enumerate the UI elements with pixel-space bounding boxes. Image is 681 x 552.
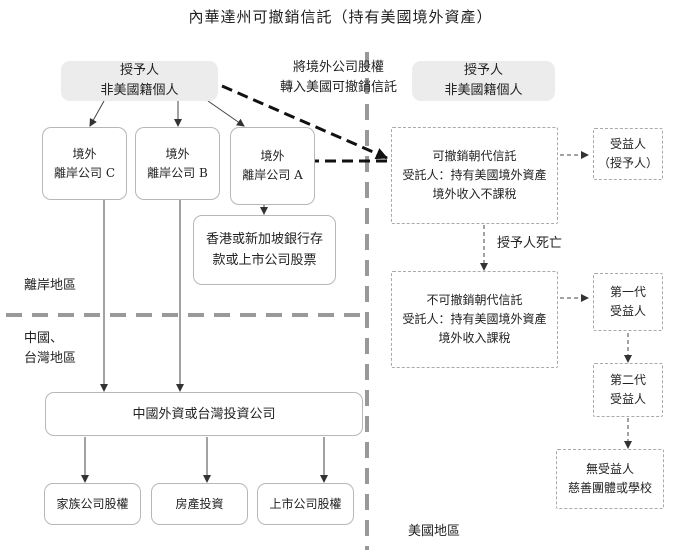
family-stock-label: 家族公司股權 [56,496,129,511]
arrow-grantor-to-c [89,100,105,127]
diagram-title: 內華達州可撤銷信託（持有美國境外資產） [188,8,493,26]
irrevocable-trust-box: 不可撤銷朝代信託 受託人：持有美國境外資產 境外收入課稅 [391,271,558,368]
first-generation-beneficiary-box: 第一代 受益人 [593,273,663,331]
transfer-note-line1: 將境外公司股權 [293,60,385,75]
beneficiary-grantor-line2: （授予人） [597,156,658,170]
charity-line2: 慈善團體或學校 [567,481,652,495]
charity-box: 無受益人 慈善團體或學校 [556,449,664,509]
gen2-line2: 受益人 [609,392,646,406]
company-c-line2: 離岸公司 C [54,165,115,180]
offshore-company-c: 境外 離岸公司 C [42,127,127,200]
region-china-line1: 中國、 [24,331,64,346]
gen2-line1: 第二代 [609,373,646,387]
irrevocable-trust-line2: 受託人：持有美國境外資產 [402,312,547,326]
bank-line2: 款或上市公司股票 [212,253,317,268]
grantor-box-left: 授予人 非美國籍個人 [61,61,218,101]
region-label-us: 美國地區 [408,524,461,539]
irrevocable-trust-line1: 不可撤銷朝代信託 [426,293,523,307]
offshore-company-a: 境外 離岸公司 A [230,127,315,205]
arrow-grantor-to-a [207,100,245,127]
second-generation-beneficiary-box: 第二代 受益人 [593,363,663,417]
company-b-line2: 離岸公司 B [147,165,208,180]
investment-company-label: 中國外資或台灣投資公司 [132,406,276,422]
grantor-left-line1: 授予人 [119,63,159,78]
investment-company-box: 中國外資或台灣投資公司 [45,392,363,436]
real-estate-label: 房產投資 [175,496,224,511]
region-label-china-taiwan: 中國、 台灣地區 [24,329,76,369]
company-c-line1: 境外 [72,146,97,161]
bank-deposit-box: 香港或新加坡銀行存 款或上市公司股票 [193,215,336,285]
grantor-right-line1: 授予人 [463,63,503,78]
revocable-trust-box: 可撤銷朝代信託 受託人：持有美國境外資產 境外收入不課稅 [391,127,558,224]
transfer-arrow-grantor-to-trust [221,84,388,160]
gen1-line2: 受益人 [609,304,646,318]
region-label-offshore: 離岸地區 [24,278,77,293]
region-china-line2: 台灣地區 [24,351,77,366]
grantor-death-label: 授予人死亡 [497,236,563,251]
grantor-left-line2: 非美國籍個人 [100,83,179,98]
beneficiary-grantor-box: 受益人 （授予人） [593,128,663,180]
company-b-line1: 境外 [165,146,190,161]
family-stock-box: 家族公司股權 [44,483,141,525]
beneficiary-grantor-line1: 受益人 [609,137,646,151]
gen1-line1: 第一代 [609,285,646,299]
irrevocable-trust-line3: 境外收入課稅 [438,331,511,345]
revocable-trust-line2: 受託人：持有美國境外資產 [402,168,547,182]
company-a-line2: 離岸公司 A [242,168,303,182]
charity-line1: 無受益人 [585,462,634,476]
listed-stock-label: 上市公司股權 [269,496,342,511]
real-estate-box: 房產投資 [151,483,248,525]
grantor-box-right: 授予人 非美國籍個人 [412,61,555,101]
grantor-right-line2: 非美國籍個人 [444,83,523,98]
transfer-note: 將境外公司股權 轉入美國可撤銷信託 [280,58,397,98]
company-a-line1: 境外 [260,149,285,163]
listed-stock-box: 上市公司股權 [257,483,354,525]
offshore-company-b: 境外 離岸公司 B [135,127,220,200]
revocable-trust-line3: 境外收入不課稅 [432,187,517,201]
bank-line1: 香港或新加坡銀行存 [205,232,323,247]
transfer-note-line2: 轉入美國可撤銷信託 [280,80,398,95]
revocable-trust-line1: 可撤銷朝代信託 [432,149,517,163]
